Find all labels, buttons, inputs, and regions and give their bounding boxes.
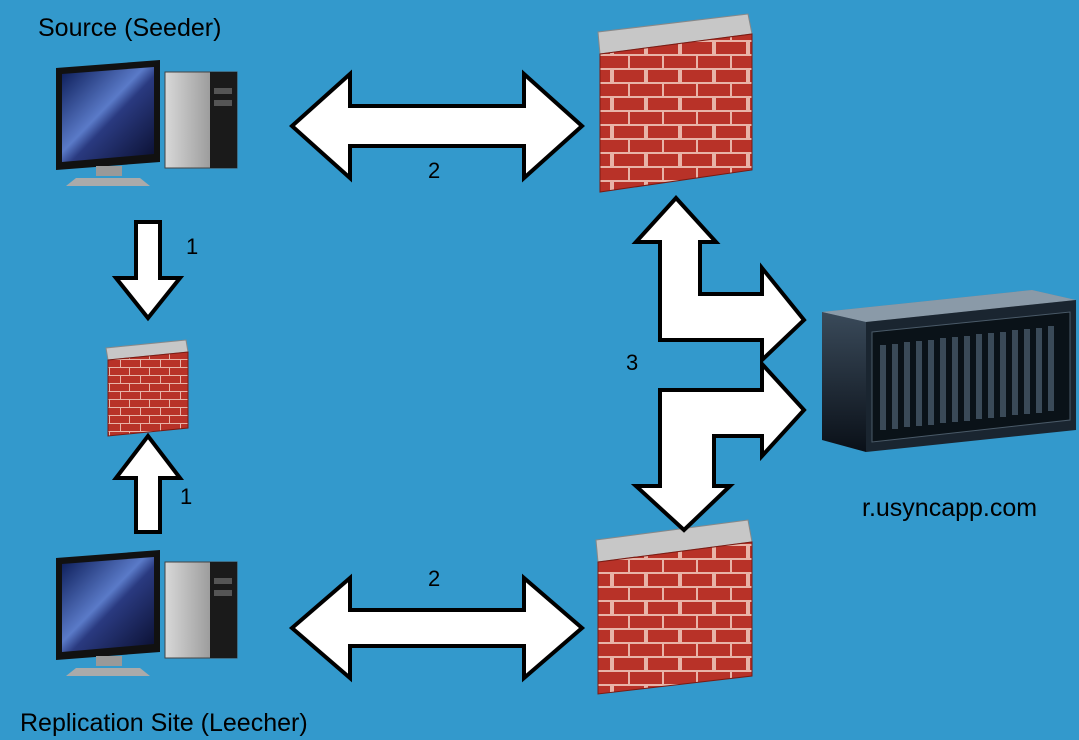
replication-leecher-label: Replication Site (Leecher) xyxy=(20,709,308,737)
bottom-firewall-to-server-arrow xyxy=(630,358,807,533)
step-3-label: 3 xyxy=(626,350,639,375)
replication-computer-icon xyxy=(56,550,238,676)
step-2-bottom-label: 2 xyxy=(428,566,441,591)
local-firewall-icon xyxy=(105,339,189,437)
step-2-top-label: 2 xyxy=(428,158,441,183)
bottom-firewall-icon xyxy=(595,519,753,695)
source-to-local-firewall-arrow xyxy=(111,220,185,322)
replication-to-local-firewall-arrow xyxy=(111,432,185,534)
source-computer-icon xyxy=(56,60,238,186)
source-top-firewall-double-arrow xyxy=(289,69,585,183)
source-seeder-label: Source (Seeder) xyxy=(38,14,222,42)
server-icon xyxy=(822,290,1076,452)
top-firewall-to-server-arrow xyxy=(631,195,807,365)
step-1-bottom-label: 1 xyxy=(180,484,193,509)
replication-bottom-firewall-double-arrow xyxy=(288,573,586,683)
step-1-top-label: 1 xyxy=(186,234,199,259)
top-firewall-icon xyxy=(597,13,753,193)
server-hostname-label: r.usyncapp.com xyxy=(862,494,1038,522)
